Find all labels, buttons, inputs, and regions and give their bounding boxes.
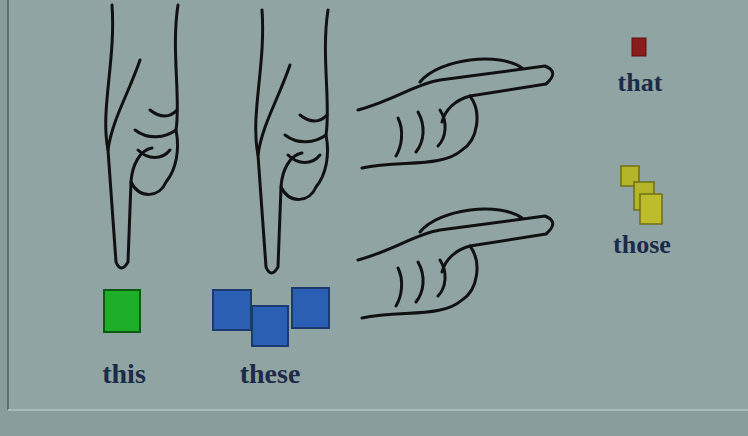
blue-square <box>292 288 329 328</box>
pointing-hand <box>358 209 553 318</box>
panel <box>8 0 748 410</box>
blue-square <box>252 306 288 346</box>
panel-edge <box>8 409 748 411</box>
green-square <box>104 290 140 332</box>
pointing-hand <box>256 10 328 273</box>
yellow-square <box>640 194 662 224</box>
panel-edge <box>7 0 9 410</box>
pointing-hand <box>106 5 178 268</box>
demonstrative-label: those <box>613 232 671 258</box>
demonstrative-label: that <box>618 70 663 96</box>
demonstrative-label: this <box>102 360 146 388</box>
pointing-hand <box>358 59 553 168</box>
demonstrative-label: these <box>240 360 301 388</box>
red-square <box>632 38 646 56</box>
blue-square <box>213 290 251 330</box>
